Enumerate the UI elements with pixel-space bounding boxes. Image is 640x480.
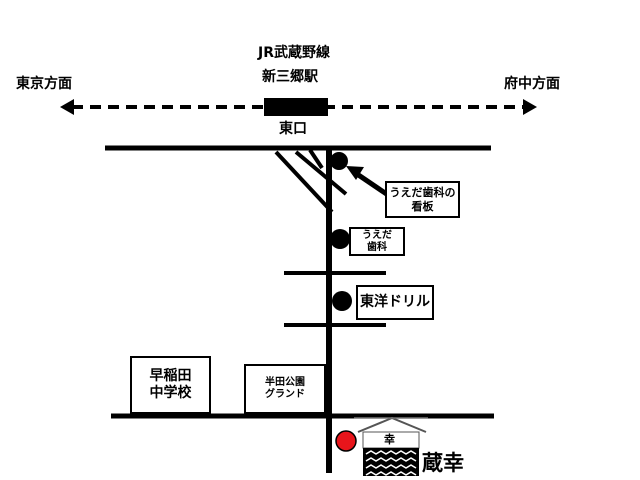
railway-line-name: JR武蔵野線: [258, 45, 330, 61]
kurasachi-marker: [335, 430, 357, 452]
handa-park-box: 半田公園 グランド: [244, 364, 326, 414]
ueda-dental-box: うえだ 歯科: [349, 227, 405, 256]
sign-pointer-arrowhead-icon: [346, 166, 364, 180]
kurasachi-kura-logo: [354, 416, 428, 476]
ueda-sign-box: うえだ歯科の 看板: [385, 181, 460, 218]
arrow-right-icon: [523, 99, 537, 115]
station-exit-label: 東口: [279, 121, 307, 137]
ueda-sign-marker: [330, 152, 348, 170]
toyo-drill-marker: [332, 291, 352, 311]
road-diagonal-1: [274, 150, 334, 214]
direction-right-label: 府中方面: [504, 76, 560, 92]
station-building: [264, 98, 328, 116]
arrow-left-icon: [60, 99, 74, 115]
kurasachi-emblem: 幸: [384, 433, 395, 446]
sign-pointer-arrow: [355, 171, 390, 198]
road-upper-spur: [308, 148, 324, 170]
station-name: 新三郷駅: [262, 69, 318, 85]
road-diagonal-2: [294, 150, 348, 196]
toyo-drill-box: 東洋ドリル: [356, 285, 434, 320]
kurasachi-name: 蔵幸: [422, 451, 464, 475]
direction-left-label: 東京方面: [16, 76, 72, 92]
waseda-school-box: 早稲田 中学校: [130, 356, 211, 414]
ueda-dental-marker: [330, 229, 350, 249]
